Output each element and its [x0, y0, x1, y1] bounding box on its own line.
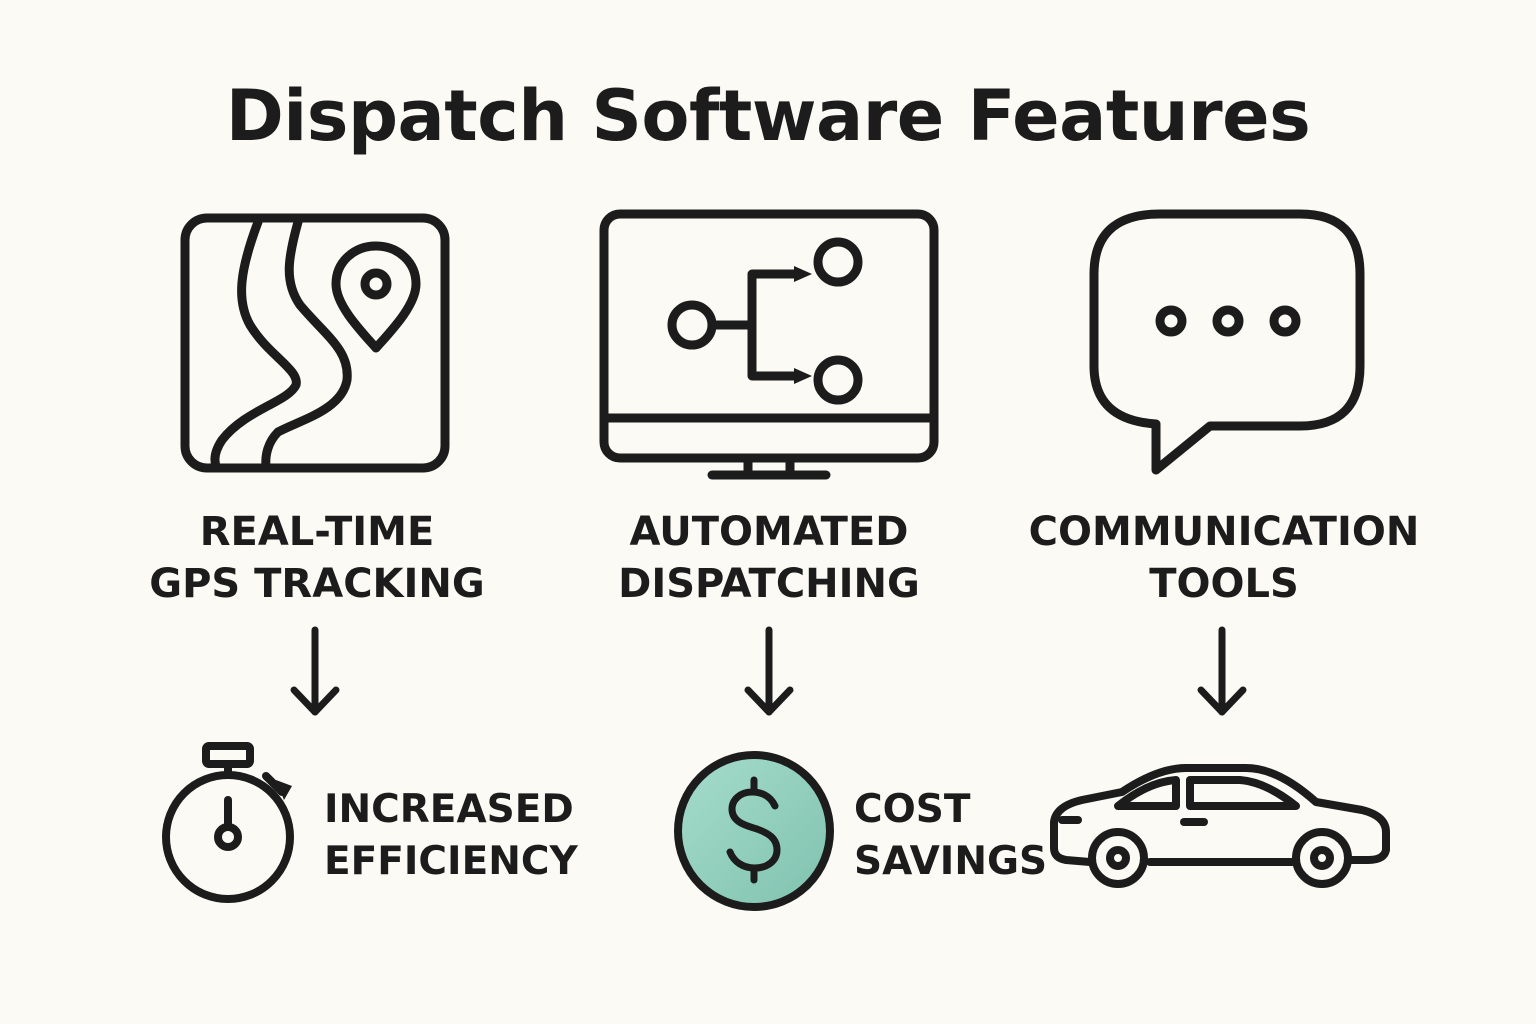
stopwatch-icon	[162, 742, 294, 903]
page-title: Dispatch Software Features	[225, 75, 1311, 157]
feature-label-communication-tools: COMMUNICATION TOOLS	[1004, 506, 1444, 610]
chat-bubble-icon	[1089, 209, 1365, 475]
feature-label-line: DISPATCHING	[618, 561, 920, 607]
benefit-label-cost-savings: COST SAVINGS	[854, 784, 1047, 888]
down-arrow-icon	[290, 626, 340, 716]
flow-arrowheads	[794, 266, 812, 384]
benefit-label-line: INCREASED	[324, 787, 574, 832]
feature-label-gps-tracking: REAL-TIME GPS TRACKING	[97, 506, 537, 610]
map-pin-icon	[180, 213, 450, 473]
feature-label-line: GPS TRACKING	[149, 561, 485, 607]
dollar-coin-icon	[674, 751, 834, 911]
feature-label-line: COMMUNICATION	[1028, 509, 1420, 555]
car-icon	[1050, 764, 1390, 888]
monitor-flow-icon	[599, 209, 939, 480]
feature-label-line: AUTOMATED	[629, 509, 909, 555]
benefit-label-line: COST	[854, 787, 971, 832]
feature-label-line: TOOLS	[1149, 561, 1299, 607]
benefit-label-increased-efficiency: INCREASED EFFICIENCY	[324, 784, 578, 888]
down-arrow-icon	[1197, 626, 1247, 716]
feature-label-line: REAL-TIME	[199, 509, 435, 555]
benefit-label-line: EFFICIENCY	[324, 839, 578, 884]
stopwatch-crown-tick	[276, 780, 292, 800]
down-arrow-icon	[744, 626, 794, 716]
benefit-label-line: SAVINGS	[854, 839, 1048, 884]
feature-label-automated-dispatching: AUTOMATED DISPATCHING	[549, 506, 989, 610]
